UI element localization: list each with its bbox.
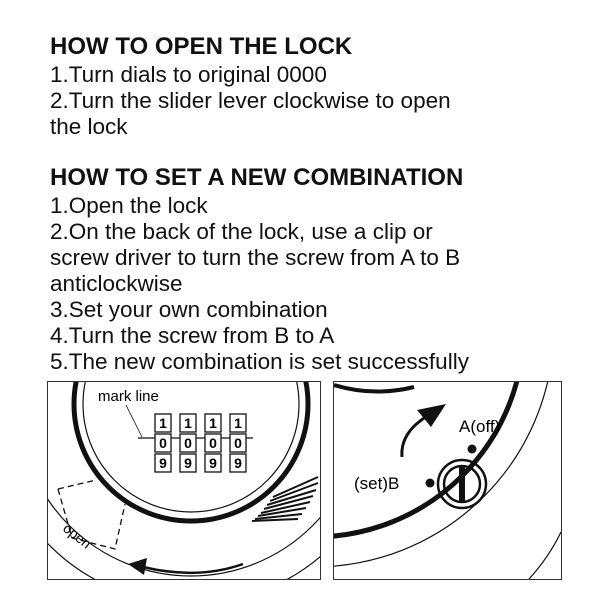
open-label: open (60, 520, 94, 552)
dial-cell (154, 453, 172, 473)
dial-cell (154, 413, 172, 433)
mark-line-label: mark line (98, 388, 159, 405)
b-dot (425, 478, 435, 488)
set-step: 3.Set your own combination (50, 297, 328, 322)
a-off-label: A(off) (459, 417, 500, 436)
open-title: HOW TO OPEN THE LOCK (50, 33, 353, 60)
set-step: 1.Open the lock (50, 193, 208, 218)
back-diagram: A(off) (set)B (333, 381, 562, 580)
rotate-arrow-icon (417, 404, 446, 427)
open-step: 1.Turn dials to original 0000 (50, 62, 327, 87)
dial-digit[interactable]: 0 (159, 435, 167, 451)
combination-dials: 1 1 1 1 0 0 0 0 9 9 9 9 (154, 413, 247, 473)
set-step: 5.The new combination is set successfull… (50, 349, 469, 374)
dial-cell (229, 413, 247, 433)
dial-cell (229, 453, 247, 473)
dial-digit[interactable]: 0 (209, 435, 217, 451)
front-diagram: open mark line 1 1 1 1 0 0 0 0 9 9 9 9 (47, 381, 321, 580)
dial-cell (154, 433, 172, 453)
dial-digit[interactable]: 1 (234, 415, 242, 431)
set-step: 4.Turn the screw from B to A (50, 323, 335, 348)
dial-digit[interactable]: 0 (234, 435, 242, 451)
dial-digit[interactable]: 0 (184, 435, 192, 451)
set-step: anticlockwise (50, 271, 183, 296)
dial-digit[interactable]: 9 (184, 455, 192, 471)
dial-cell (229, 433, 247, 453)
slider-lever-ridges (251, 476, 319, 522)
dial-cell (204, 453, 222, 473)
dial-digit[interactable]: 1 (159, 415, 167, 431)
dial-cell (179, 453, 197, 473)
open-step: the lock (50, 114, 128, 139)
set-step: 2.On the back of the lock, use a clip or (50, 219, 433, 244)
dial-digit[interactable]: 1 (209, 415, 217, 431)
set-title: HOW TO SET A NEW COMBINATION (50, 164, 464, 191)
set-step: screw driver to turn the screw from A to… (50, 245, 461, 270)
a-dot (467, 444, 477, 454)
dial-cell (179, 413, 197, 433)
b-set-label: (set)B (354, 474, 399, 493)
dial-cell (204, 413, 222, 433)
dial-cell (204, 433, 222, 453)
screw-icon[interactable] (436, 458, 488, 510)
dial-digit[interactable]: 9 (159, 455, 167, 471)
arrow-icon (128, 558, 147, 575)
open-step: 2.Turn the slider lever clockwise to ope… (50, 88, 451, 113)
dial-cell (179, 433, 197, 453)
dial-digit[interactable]: 9 (209, 455, 217, 471)
dial-digit[interactable]: 1 (184, 415, 192, 431)
dial-digit[interactable]: 9 (234, 455, 242, 471)
